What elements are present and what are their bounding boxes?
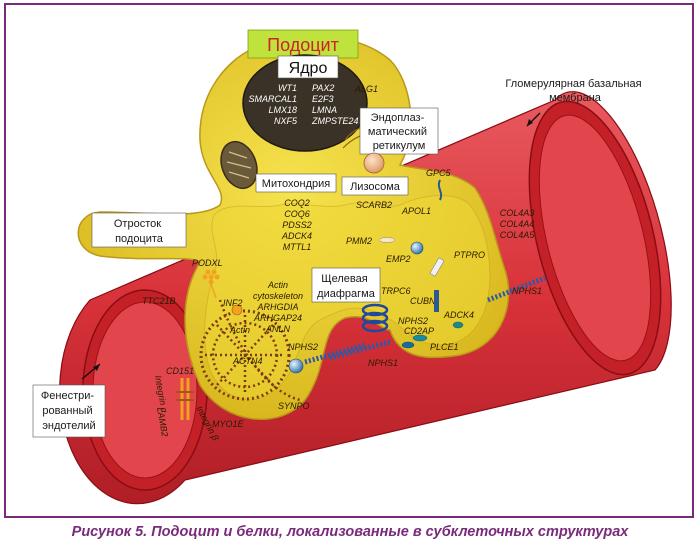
protein-alg1: ALG1 [354,84,378,94]
protein-label: ANLN [265,324,291,334]
protein-actn4: ACTN4 [232,356,263,366]
trpc6-marker [361,303,389,333]
inf2-marker [231,304,243,316]
protein-label: WT1 [278,83,297,93]
gbm-pointer-head [527,119,533,126]
protein-label: MTTL1 [283,242,312,252]
process-label-box [91,212,187,248]
protein-cubn: CUBN [410,296,436,306]
pmm2-marker [378,237,396,243]
protein-podxl: PODXL [192,258,223,268]
slit-label-box [311,267,381,303]
ptpro-marker [429,257,445,277]
mitochondria-label: Митохондрия [262,178,330,190]
protein-ptpro: PTPRO [454,250,485,260]
protein-label: Actin [267,280,288,290]
protein-myo1e: MYO1E [212,419,245,429]
protein-label: PAX2 [312,83,334,93]
protein-synpo: SYNPO [278,401,310,411]
endoplasmic-reticulum: Эндоплаз- матический ретикулум [342,107,439,155]
protein-actin: Actin [229,325,250,335]
protein-label: COL4A3 [500,208,535,218]
nucleus-label: Ядро [289,60,328,77]
podxl-marker [202,269,220,299]
protein-label: COL4A4 [500,219,535,229]
protein-label: LMNA [312,105,337,115]
endothelium-label-box [32,384,106,438]
protein-label: SMARCAL1 [248,94,297,104]
mitochondrion [220,140,258,190]
cubn-marker [434,290,439,312]
protein-label: COQ6 [284,209,310,219]
cd2ap-marker [412,334,428,342]
protein-label: COL4A5 [500,230,536,240]
protein-label: ARHGAP24 [253,313,302,323]
protein-gpc5: GPC5 [426,168,452,178]
protein-apol1: APOL1 [401,206,431,216]
protein-adck4: ADCK4 [443,310,474,320]
protein-label: ZMPSTE24 [311,116,359,126]
protein-nphs1-right: NPHS1 [512,286,542,296]
lysosome-label: Лизосома [350,181,401,193]
protein-label: PDSS2 [282,220,312,230]
protein-trpc6: TRPC6 [381,286,411,296]
protein-label: LMX18 [268,105,297,115]
protein-cd151: CD151 [166,366,194,376]
mitochondria-label-box [255,173,337,193]
protein-ttc21b: TTC21B [142,296,176,306]
protein-label: NXF5 [274,116,298,126]
protein-label: ARHGDIA [256,302,298,312]
protein-plce1: PLCE1 [430,342,459,352]
protein-label: ADCK4 [281,231,312,241]
protein-label: cytoskeleton [253,291,303,301]
protein-nphs2-mid: NPHS2 [398,316,428,326]
nphs2-left-marker [288,358,304,374]
integrin-marker [176,378,194,420]
podocyte-title-text: Подоцит [267,35,339,55]
endothelium-label: Фенестри- рованный эндотелий [41,390,97,432]
plce1-marker [401,341,415,349]
slit-label: Щелевая диафрагма [317,273,376,300]
protein-nphs1-mid: NPHS1 [368,358,398,368]
protein-nphs2-left: NPHS2 [288,342,318,352]
endothelium-pointer-head [93,364,100,371]
protein-label: COQ2 [284,198,310,208]
podocyte-title: Подоцит [247,29,359,59]
protein-emp2: EMP2 [386,254,411,264]
process-label: Отросток подоцита [114,218,164,245]
lysosome-label-box [341,176,409,196]
protein-inf2: INF2 [223,298,243,308]
gbm-label: Гломерулярная базальная мембрана [505,78,644,104]
gpc5-marker [437,179,443,201]
protein-label: E2F3 [312,94,334,104]
lysosome [363,152,385,174]
er-label: Эндоплаз- матический ретикулум [368,112,430,152]
adck4-marker [452,321,464,329]
figure-caption: Рисунок 5. Подоцит и белки, локализованн… [71,524,629,540]
actin-cytoskeleton [199,299,301,402]
protein-scarb2: SCARB2 [356,200,392,210]
protein-cd2ap: CD2AP [404,326,434,336]
vessel-right-lumen [538,114,652,362]
emp2-marker [410,241,424,255]
protein-pmm2: PMM2 [346,236,372,246]
